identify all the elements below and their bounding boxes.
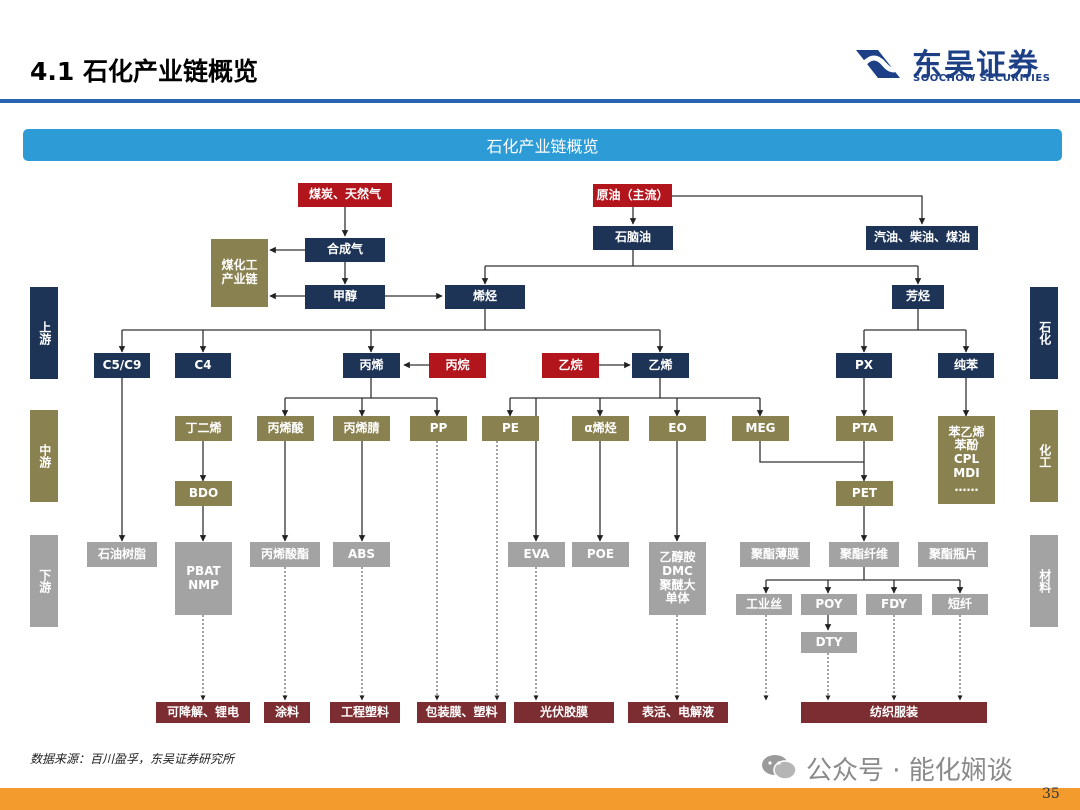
node-pp: PP [410, 416, 467, 441]
node-butadiene: 丁二烯 [175, 416, 232, 441]
node-polyester-fiber: 聚酯纤维 [829, 542, 899, 567]
node-fdy: FDY [866, 594, 922, 615]
stage-upstream-label: 上游 [30, 287, 58, 379]
footer-bar [0, 788, 1080, 810]
node-end-packaging: 包装膜、塑料 [417, 702, 506, 723]
node-benzene: 纯苯 [938, 353, 994, 378]
node-alpha-olefin: α烯烃 [572, 416, 629, 441]
node-meg: MEG [732, 416, 789, 441]
node-pe: PE [482, 416, 539, 441]
node-pbat-nmp: PBAT NMP [175, 542, 232, 615]
node-ethylene: 乙烯 [632, 353, 689, 378]
node-end-pv-film: 光伏胶膜 [514, 702, 614, 723]
node-pet: PET [836, 481, 893, 506]
node-crude-oil: 原油（主流） [593, 184, 672, 207]
stage-chemical-label: 化工 [1030, 410, 1058, 502]
stage-midstream-label: 中游 [30, 410, 58, 502]
node-eo-derivatives: 乙醇胺 DMC 聚醚大 单体 [649, 542, 706, 615]
node-ethane: 乙烷 [542, 353, 599, 378]
page-number: 35 [1042, 786, 1060, 802]
node-staple-fiber: 短纤 [932, 594, 988, 615]
node-benzene-derivatives: 苯乙烯 苯酚 CPL MDI …… [938, 416, 995, 504]
logo-name-cn: 东吴证券 [912, 48, 1040, 83]
node-end-eng-plastic: 工程塑料 [330, 702, 400, 723]
node-syngas: 合成气 [305, 238, 385, 262]
node-end-textile: 纺织服装 [801, 702, 987, 723]
node-poe: POE [572, 542, 629, 567]
node-olefins: 烯烃 [445, 285, 525, 309]
node-propane: 丙烷 [429, 353, 486, 378]
node-industrial-yarn: 工业丝 [736, 594, 792, 615]
data-source-note: 数据来源：百川盈孚，东吴证券研究所 [30, 752, 235, 766]
node-aromatics: 芳烃 [892, 285, 944, 309]
node-naphtha: 石脑油 [593, 226, 673, 250]
node-eva: EVA [508, 542, 565, 567]
page-title: 4.1 石化产业链概览 [30, 57, 258, 86]
node-methanol: 甲醇 [305, 285, 385, 309]
node-coal-gas: 煤炭、天然气 [298, 183, 392, 207]
node-pta: PTA [836, 416, 893, 441]
node-abs: ABS [333, 542, 390, 567]
node-polyester-bottle: 聚酯瓶片 [918, 542, 988, 567]
logo-name-en: SOOCHOW SECURITIES [913, 73, 1051, 84]
stage-downstream-label: 下游 [30, 535, 58, 627]
node-coal-chemical: 煤化工 产业链 [211, 239, 268, 307]
node-acrylic-acid: 丙烯酸 [257, 416, 314, 441]
node-poy: POY [801, 594, 857, 615]
node-px: PX [836, 353, 892, 378]
node-propylene: 丙烯 [343, 353, 400, 378]
node-c4: C4 [175, 353, 231, 378]
soochow-logo-icon [856, 50, 905, 78]
header-divider [0, 99, 1080, 103]
watermark-text: 公众号 · 能化娴谈 [806, 756, 1013, 786]
node-end-degradable: 可降解、锂电 [156, 702, 250, 723]
node-end-coating: 涂料 [264, 702, 310, 723]
stage-materials-label: 材料 [1030, 535, 1058, 627]
node-eo: EO [649, 416, 706, 441]
node-polyester-film: 聚酯薄膜 [740, 542, 810, 567]
wechat-icon [762, 755, 797, 780]
node-acrylate: 丙烯酸酯 [250, 542, 320, 567]
node-end-surfactant: 表活、电解液 [628, 702, 728, 723]
node-c5-c9: C5/C9 [94, 353, 150, 378]
node-petroleum-resin: 石油树脂 [87, 542, 157, 567]
node-acrylonitrile: 丙烯腈 [333, 416, 390, 441]
node-dty: DTY [801, 632, 857, 653]
diagram-banner: 石化产业链概览 [23, 129, 1062, 161]
stage-petrochem-label: 石化 [1030, 287, 1058, 379]
node-fuels: 汽油、柴油、煤油 [866, 226, 978, 250]
node-bdo: BDO [175, 481, 232, 506]
